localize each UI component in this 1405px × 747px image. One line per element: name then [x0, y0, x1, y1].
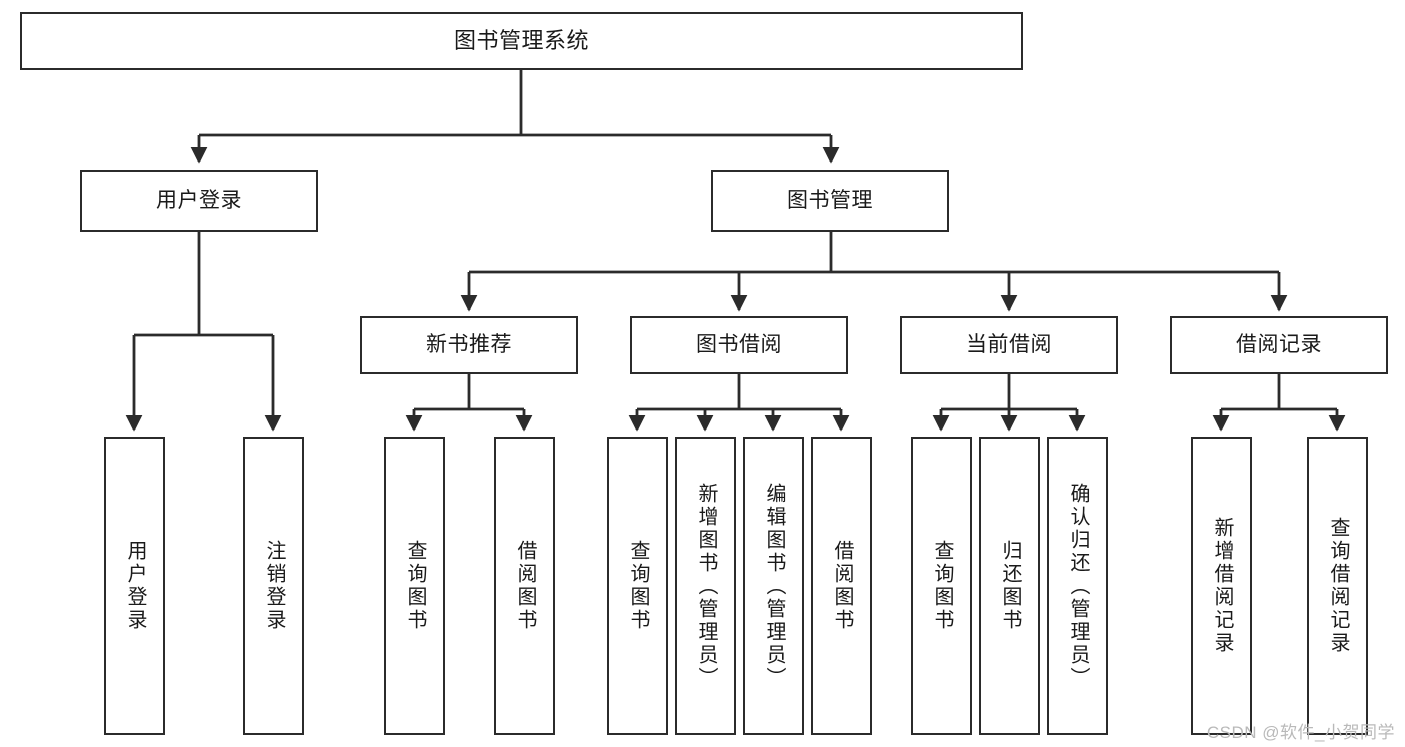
node-label: 图书管理系统: [453, 28, 589, 54]
node-leaf-return-book[interactable]: 归还图书: [979, 437, 1040, 735]
node-label: 用户登录: [124, 540, 146, 632]
node-label: 查询图书: [931, 540, 953, 632]
node-label: 当前借阅: [966, 332, 1052, 356]
node-root-book-management-system[interactable]: 图书管理系统: [20, 12, 1023, 70]
node-leaf-query-book-borrow[interactable]: 查询图书: [607, 437, 668, 735]
node-label: 借阅图书: [514, 540, 536, 632]
node-book-management[interactable]: 图书管理: [711, 170, 949, 232]
node-label: 新书推荐: [426, 332, 512, 356]
node-leaf-query-book-current[interactable]: 查询图书: [911, 437, 972, 735]
node-leaf-confirm-return[interactable]: 确认归还（管理员）: [1047, 437, 1108, 735]
node-label: 新增借阅记录: [1211, 517, 1233, 655]
node-leaf-query-borrow-record[interactable]: 查询借阅记录: [1307, 437, 1368, 735]
node-leaf-user-logout[interactable]: 注销登录: [243, 437, 304, 735]
node-label: 借阅图书: [831, 540, 853, 632]
node-label: 查询借阅记录: [1327, 517, 1349, 655]
node-leaf-query-book-recommend[interactable]: 查询图书: [384, 437, 445, 735]
node-label: 新增图书（管理员）: [695, 482, 717, 690]
node-label: 借阅记录: [1236, 332, 1322, 356]
node-label: 查询图书: [627, 540, 649, 632]
node-label: 注销登录: [263, 540, 285, 632]
node-leaf-add-book[interactable]: 新增图书（管理员）: [675, 437, 736, 735]
watermark: CSDN @软件_小贺同学: [1206, 723, 1395, 742]
node-leaf-borrow-book-recommend[interactable]: 借阅图书: [494, 437, 555, 735]
node-leaf-user-login[interactable]: 用户登录: [104, 437, 165, 735]
node-leaf-add-borrow-record[interactable]: 新增借阅记录: [1191, 437, 1252, 735]
node-label: 归还图书: [999, 540, 1021, 632]
node-label: 查询图书: [404, 540, 426, 632]
node-book-borrow[interactable]: 图书借阅: [630, 316, 848, 374]
node-new-book-recommend[interactable]: 新书推荐: [360, 316, 578, 374]
node-leaf-borrow-book[interactable]: 借阅图书: [811, 437, 872, 735]
node-user-login[interactable]: 用户登录: [80, 170, 318, 232]
node-label: 编辑图书（管理员）: [763, 482, 785, 690]
node-label: 图书管理: [787, 188, 873, 212]
node-leaf-edit-book[interactable]: 编辑图书（管理员）: [743, 437, 804, 735]
node-label: 图书借阅: [696, 332, 782, 356]
node-label: 用户登录: [156, 188, 242, 212]
node-label: 确认归还（管理员）: [1067, 482, 1089, 690]
node-borrow-record[interactable]: 借阅记录: [1170, 316, 1388, 374]
node-current-borrow[interactable]: 当前借阅: [900, 316, 1118, 374]
